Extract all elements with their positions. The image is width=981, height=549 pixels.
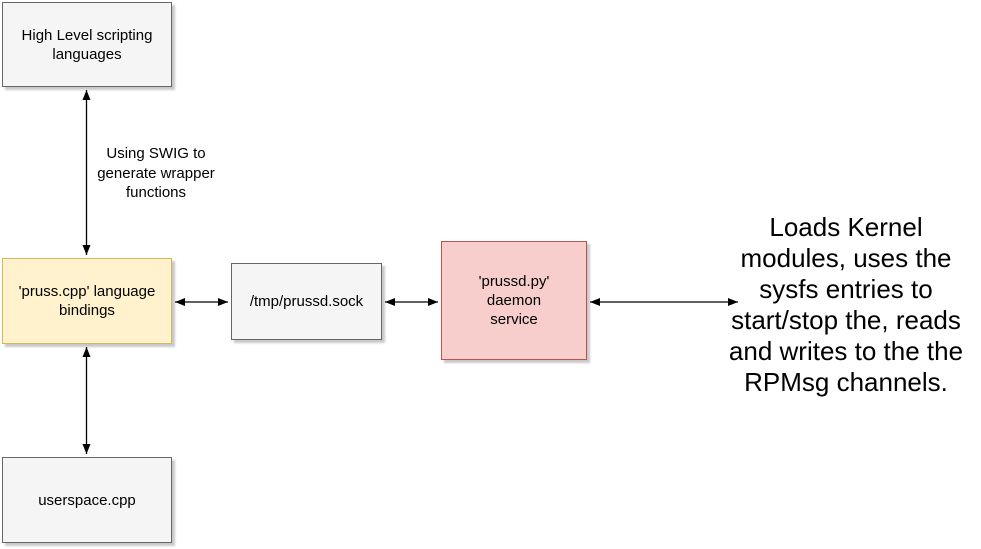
annotation-line: functions bbox=[125, 184, 187, 201]
label-line: 'prussd.py' bbox=[478, 273, 550, 290]
label-line: High Level scripting bbox=[21, 26, 153, 44]
annotation-line: Using SWIG to bbox=[106, 145, 206, 162]
label-line: service bbox=[490, 311, 538, 328]
label-line: 'pruss.cpp' language bbox=[18, 283, 156, 300]
annotation-line: and writes to the the bbox=[728, 336, 964, 366]
node-userspace-cpp-label: userspace.cpp bbox=[38, 491, 136, 510]
node-high-level-scripting: High Level scripting languages bbox=[2, 2, 172, 87]
kernel-description: Loads Kernel modules, uses the sysfs ent… bbox=[712, 212, 980, 398]
label-line: /tmp/prussd.sock bbox=[249, 293, 364, 310]
annotation-line: generate wrapper bbox=[97, 164, 215, 182]
label-line: bindings bbox=[59, 302, 115, 319]
annotation-line: modules, uses the bbox=[740, 243, 952, 273]
node-prussd-sock-label: /tmp/prussd.sock bbox=[250, 292, 363, 311]
label-line: userspace.cpp bbox=[38, 491, 136, 509]
node-prussd-sock: /tmp/prussd.sock bbox=[231, 263, 382, 340]
annotation-line: start/stop the, reads bbox=[731, 305, 961, 335]
annotation-line: RPMsg channels. bbox=[744, 367, 948, 397]
label-line: languages bbox=[52, 45, 122, 63]
annotation-line: sysfs entries to bbox=[759, 274, 933, 304]
node-pruss-cpp-bindings: 'pruss.cpp' language bindings bbox=[2, 258, 172, 344]
swig-annotation: Using SWIG to generate wrapper functions bbox=[66, 144, 246, 203]
node-high-level-scripting-label: High Level scripting languages bbox=[22, 26, 153, 64]
node-prussd-daemon: 'prussd.py' daemon service bbox=[441, 241, 587, 360]
node-userspace-cpp: userspace.cpp bbox=[2, 457, 172, 543]
label-line: daemon bbox=[486, 292, 542, 309]
node-prussd-daemon-label: 'prussd.py' daemon service bbox=[479, 272, 550, 329]
annotation-line: Loads Kernel bbox=[769, 212, 923, 242]
node-pruss-cpp-bindings-label: 'pruss.cpp' language bindings bbox=[19, 282, 156, 320]
